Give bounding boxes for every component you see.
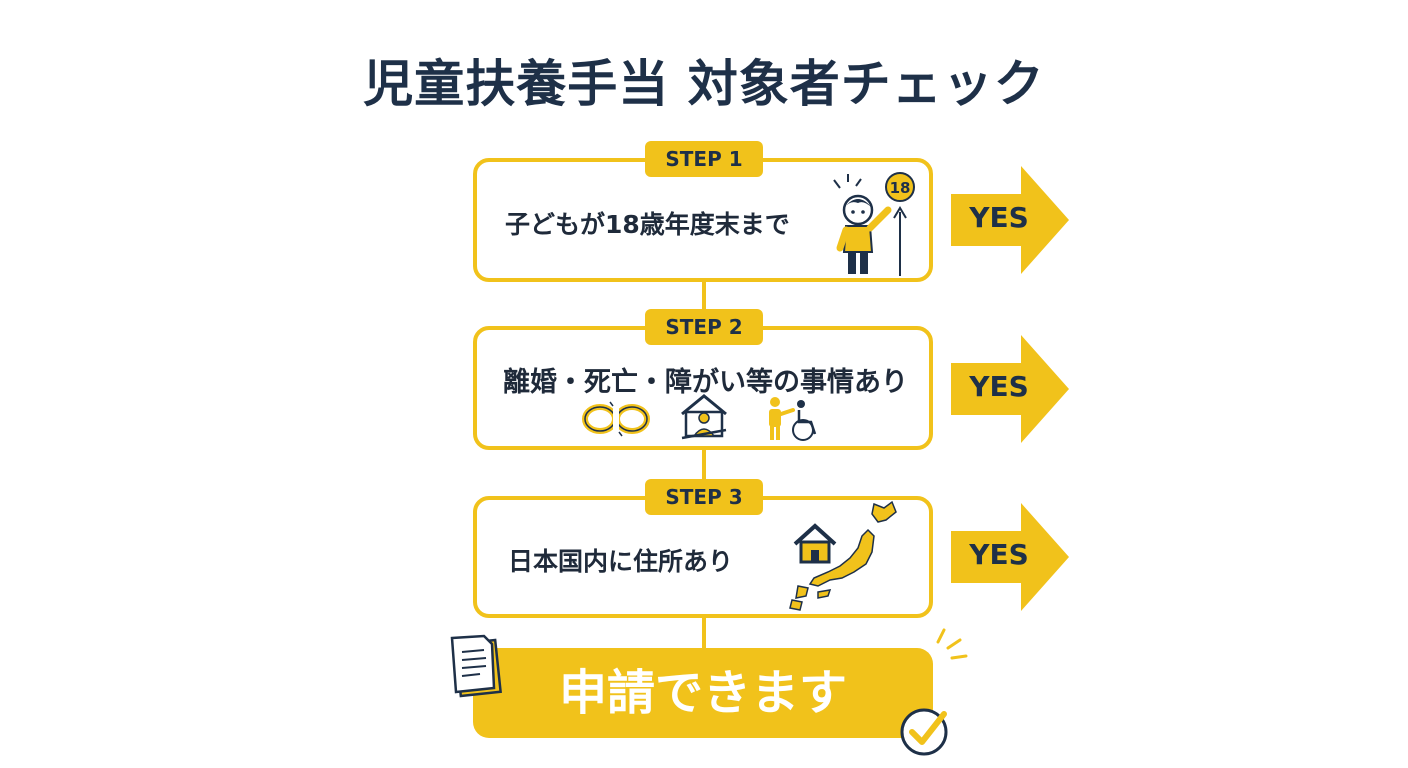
child-reaching-icon: 18 (833, 172, 915, 276)
step-1-text: 子どもが18歳年度末まで (505, 210, 790, 239)
step-2-badge: STEP 2 (645, 309, 763, 345)
step-1-yes-label: YES (969, 201, 1029, 234)
japan-map-icon (789, 500, 897, 611)
sparkle-icon (936, 628, 968, 660)
step-3-text: 日本国内に住所あり (508, 547, 734, 576)
flow-connector-2 (702, 450, 706, 496)
broken-chain-icon (582, 401, 650, 437)
house-icon (793, 523, 837, 564)
check-circle-icon (900, 708, 948, 756)
document-icon (450, 634, 502, 698)
age-badge-label: 18 (890, 179, 911, 197)
step-3-yes-arrow (951, 503, 1069, 611)
step-1-yes-arrow (951, 166, 1069, 274)
step-3-badge: STEP 3 (645, 479, 763, 515)
disability-support-icon (769, 397, 817, 441)
step-1-badge: STEP 1 (645, 141, 763, 177)
flow-connector-1 (702, 282, 706, 326)
page-title: 児童扶養手当 対象者チェック (363, 55, 1045, 113)
result-box (473, 648, 933, 738)
step-2-yes-arrow (951, 335, 1069, 443)
house-person-icon (681, 394, 727, 440)
step-2-text: 離婚・死亡・障がい等の事情あり (503, 367, 908, 398)
flow-connector-3 (702, 618, 706, 650)
step-3-yes-label: YES (969, 538, 1029, 571)
step-2-yes-label: YES (969, 370, 1029, 403)
result-text: 申請できます (558, 665, 847, 721)
